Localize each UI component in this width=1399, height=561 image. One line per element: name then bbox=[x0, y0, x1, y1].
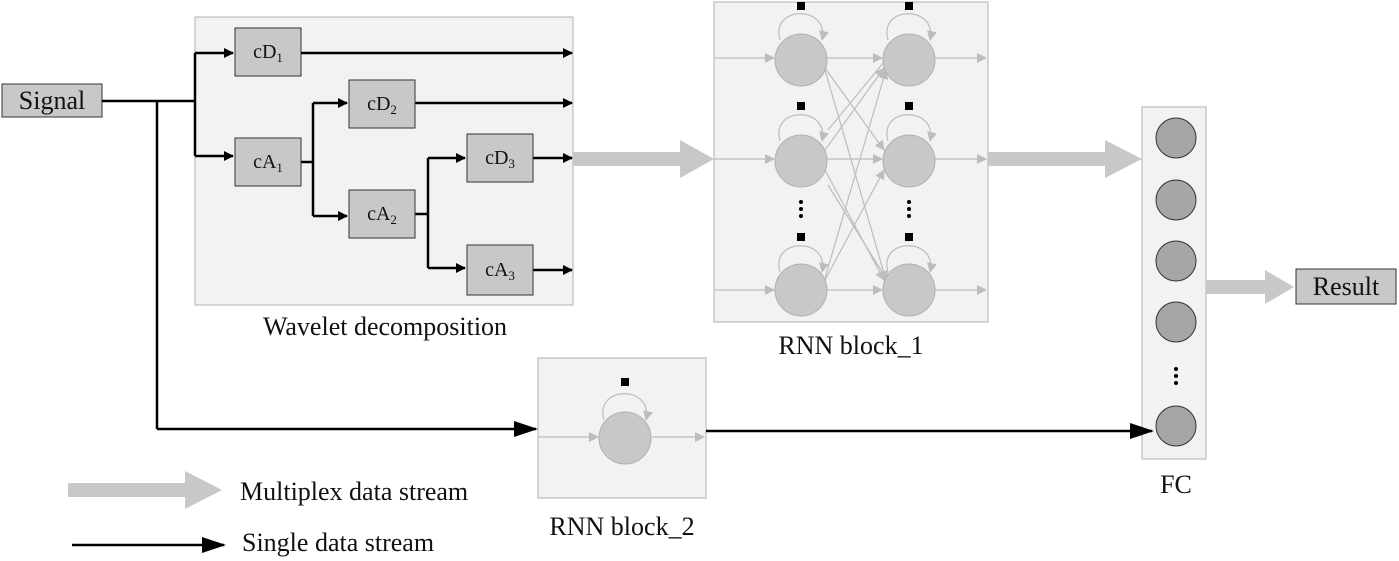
legend: Multiplex data stream Single data stream bbox=[68, 471, 468, 557]
fc-ellipsis bbox=[1174, 367, 1178, 385]
wavelet-node-cD2: cD2 bbox=[348, 79, 416, 129]
fc-neuron bbox=[1155, 405, 1197, 447]
result-label: Result bbox=[1313, 272, 1380, 301]
rnn1-neuron bbox=[882, 263, 936, 317]
rnn2-neuron bbox=[598, 411, 652, 465]
rnn1-neuron bbox=[774, 33, 828, 87]
svg-text:cD3: cD3 bbox=[485, 147, 515, 171]
rnn-block-1-neurons bbox=[774, 33, 936, 317]
rnn-block-1-ellipsis bbox=[799, 200, 911, 218]
wavelet-node-cD1: cD1 bbox=[234, 27, 302, 77]
rnn2-delay-marker bbox=[621, 378, 629, 386]
svg-text:cD1: cD1 bbox=[253, 41, 283, 65]
rnn1-neuron bbox=[774, 134, 828, 188]
legend-single-label: Single data stream bbox=[242, 528, 434, 557]
fc-neuron bbox=[1155, 240, 1197, 282]
single-stream-lines bbox=[102, 48, 1154, 439]
fc-panel bbox=[1141, 106, 1207, 460]
result-box bbox=[1295, 268, 1397, 305]
svg-text:cA3: cA3 bbox=[485, 259, 515, 283]
wavelet-caption: Wavelet decomposition bbox=[263, 312, 507, 341]
fc-caption: FC bbox=[1160, 470, 1192, 499]
legend-multiplex-label: Multiplex data stream bbox=[240, 477, 468, 506]
multiplex-arrow-wavelet-to-rnn1 bbox=[573, 140, 714, 178]
rnn1-neuron bbox=[882, 134, 936, 188]
rnn1-neuron bbox=[774, 263, 828, 317]
rnn-block-1-connections bbox=[714, 13, 987, 295]
fc-neurons bbox=[1155, 117, 1197, 447]
rnn-block-2-caption: RNN block_2 bbox=[549, 512, 694, 541]
svg-text:cD2: cD2 bbox=[367, 93, 397, 117]
multiplex-arrow-rnn1-to-fc bbox=[988, 140, 1142, 178]
wavelet-node-cA3: cA3 bbox=[466, 244, 534, 296]
rnn1-neuron bbox=[882, 33, 936, 87]
wavelet-node-cA2: cA2 bbox=[348, 189, 416, 239]
rnn-block-1-caption: RNN block_1 bbox=[778, 331, 923, 360]
rnn-block-1-delay-markers bbox=[797, 2, 913, 241]
fc-neuron bbox=[1155, 117, 1197, 159]
svg-text:cA2: cA2 bbox=[367, 203, 397, 227]
svg-text:cA1: cA1 bbox=[253, 151, 283, 175]
rnn-block-2-connections bbox=[538, 393, 705, 442]
wavelet-node-cA1: cA1 bbox=[234, 137, 302, 187]
multiplex-arrow-fc-to-result bbox=[1206, 270, 1294, 304]
wavelet-node-cD3: cD3 bbox=[466, 133, 534, 183]
rnn-block-1-panel bbox=[713, 1, 989, 323]
fc-neuron bbox=[1155, 179, 1197, 221]
signal-label: Signal bbox=[19, 86, 85, 115]
legend-multiplex-arrow bbox=[68, 471, 222, 509]
fc-neuron bbox=[1155, 301, 1197, 343]
